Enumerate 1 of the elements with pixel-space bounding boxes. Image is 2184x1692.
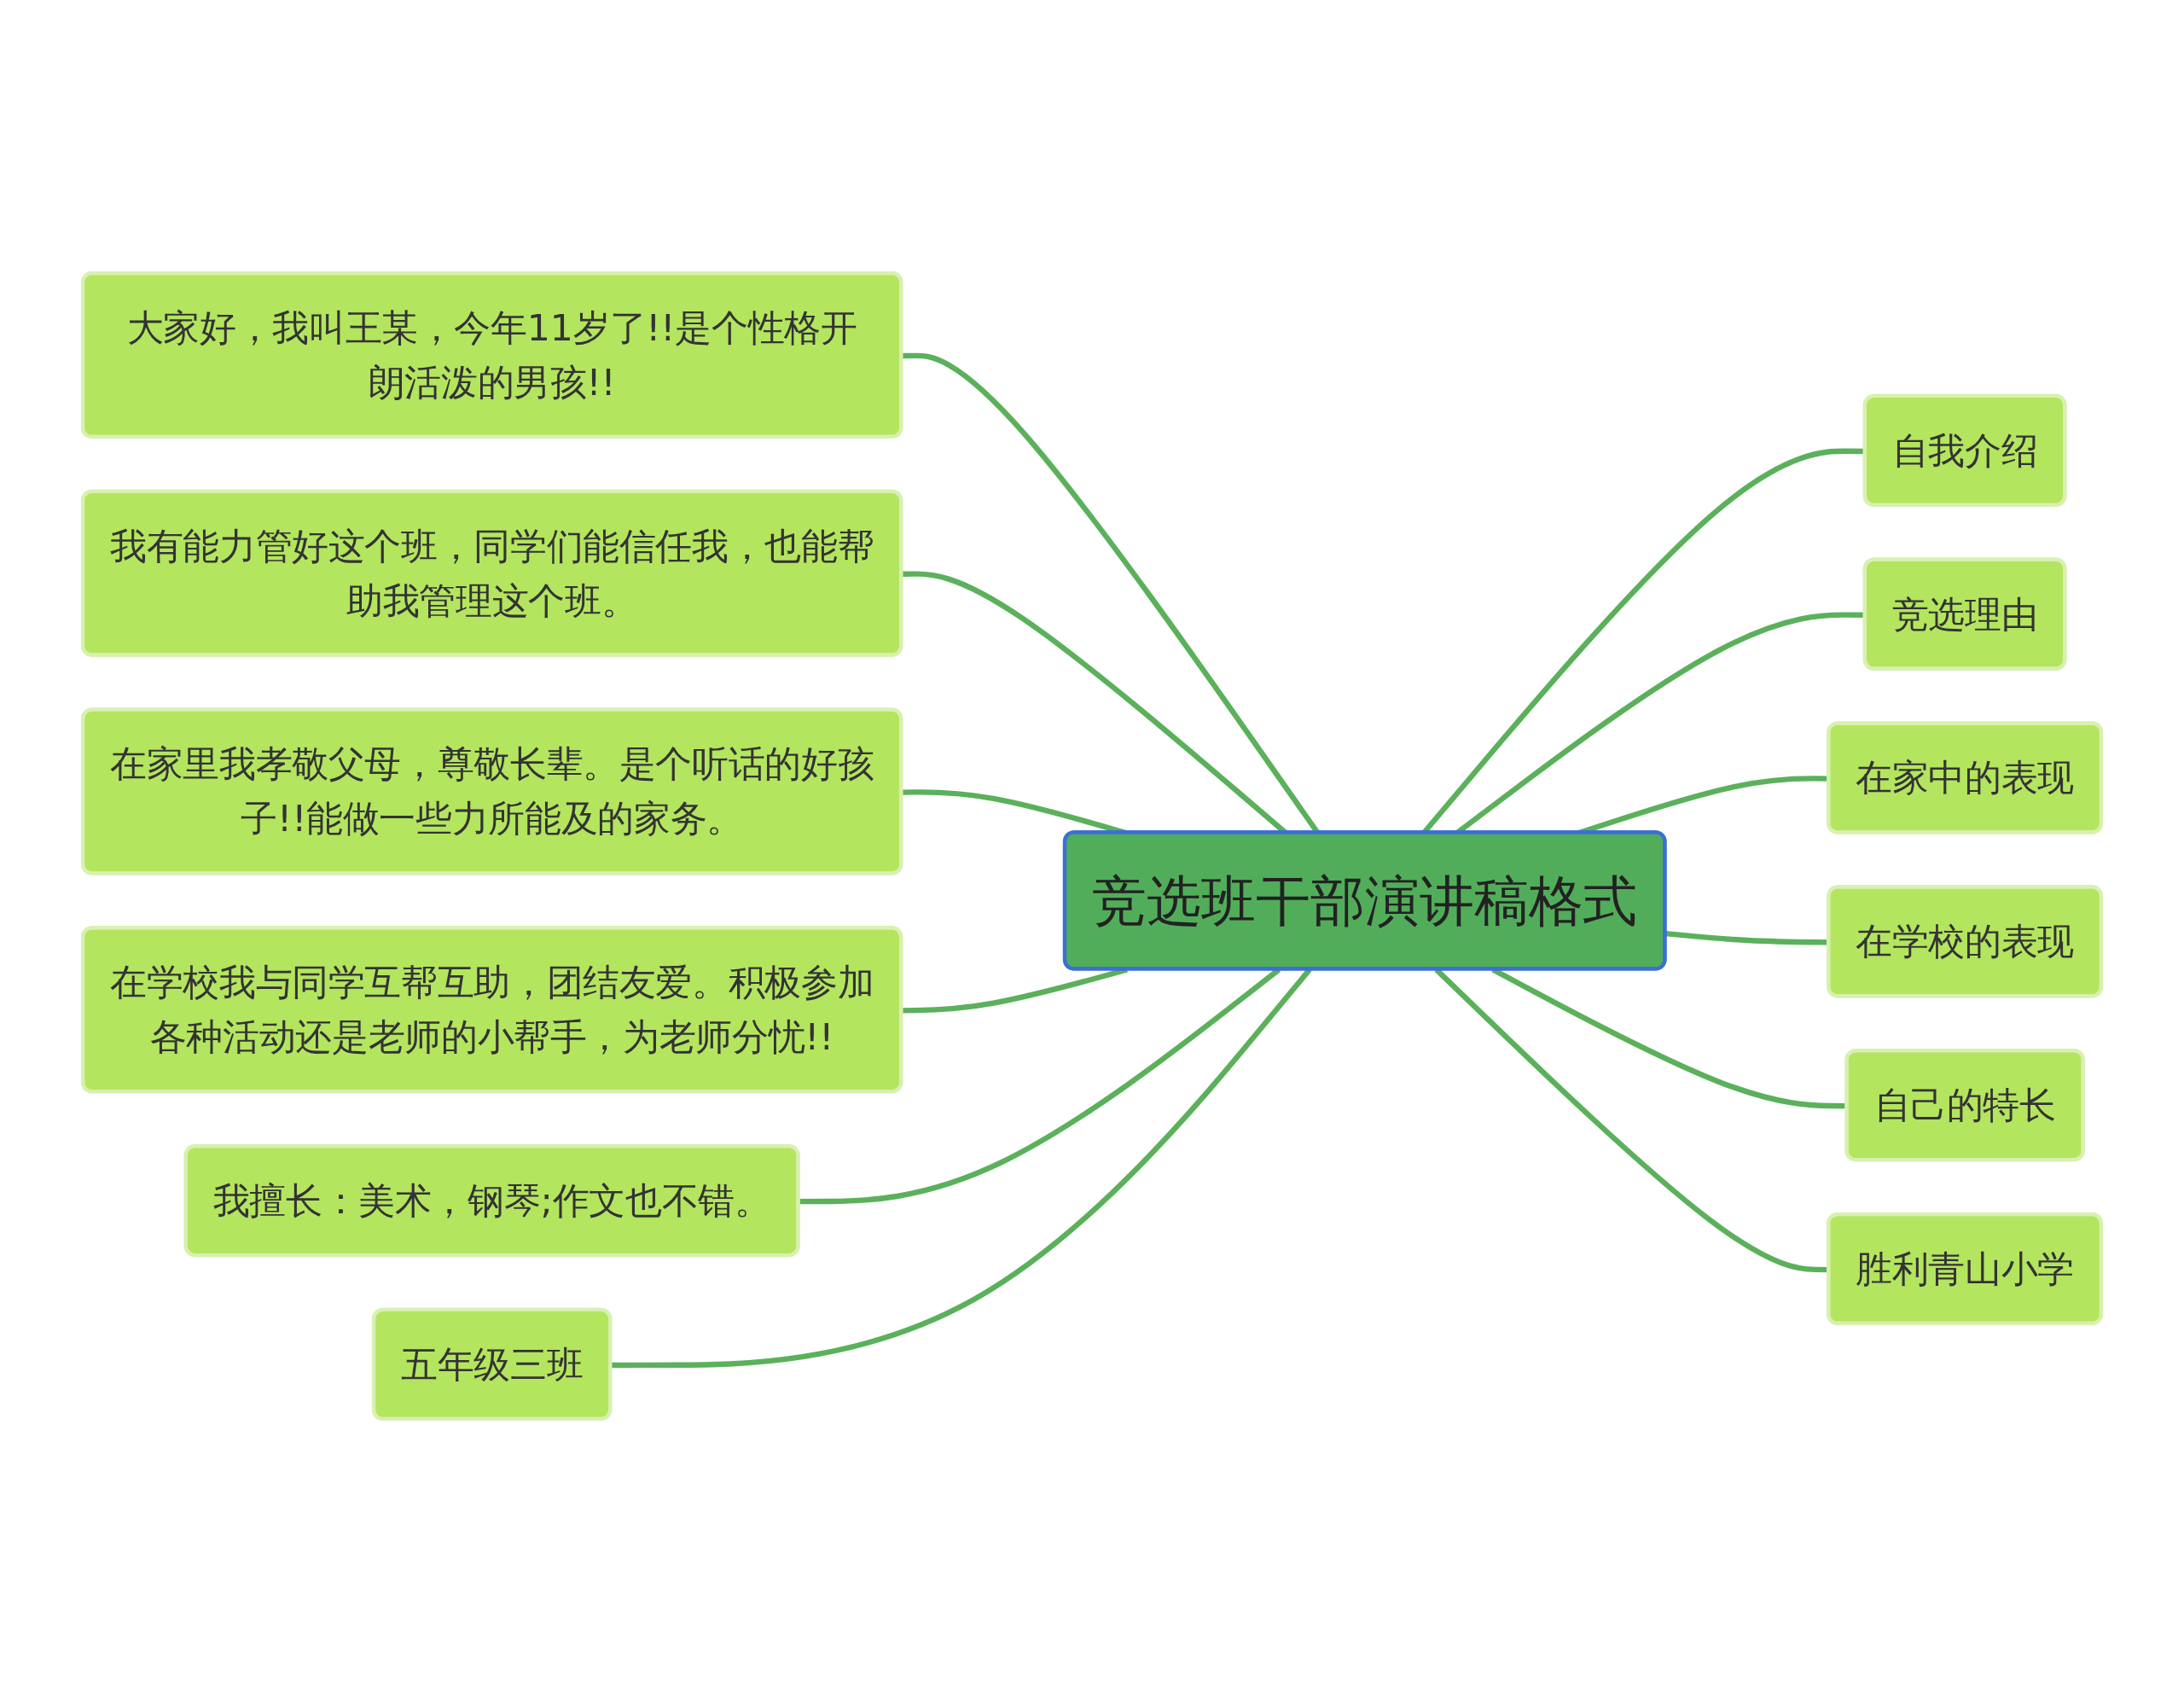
- mind-map: 竞选班干部演讲稿格式 大家好，我叫王某，今年11岁了!!是个性格开朗活泼的男孩!! 我有能力管好这个班，同学们能信任我，也能帮助我管理这个班。 在家里我孝敬父母，尊敬长辈。是个听话的好孩子!!能做一些力所能及的家务。 在学校我与同学互帮互助，团结友爱。积极参加各种活动还是老师的小帮手，为老师分忧!! 我擅长：美术，钢琴;作文也不错。 五年级三班 自我介绍 竞选理由 在家中的表现 在学校的表现 自己的特长 胜利青山小学: [0, 0, 2184, 1692]
